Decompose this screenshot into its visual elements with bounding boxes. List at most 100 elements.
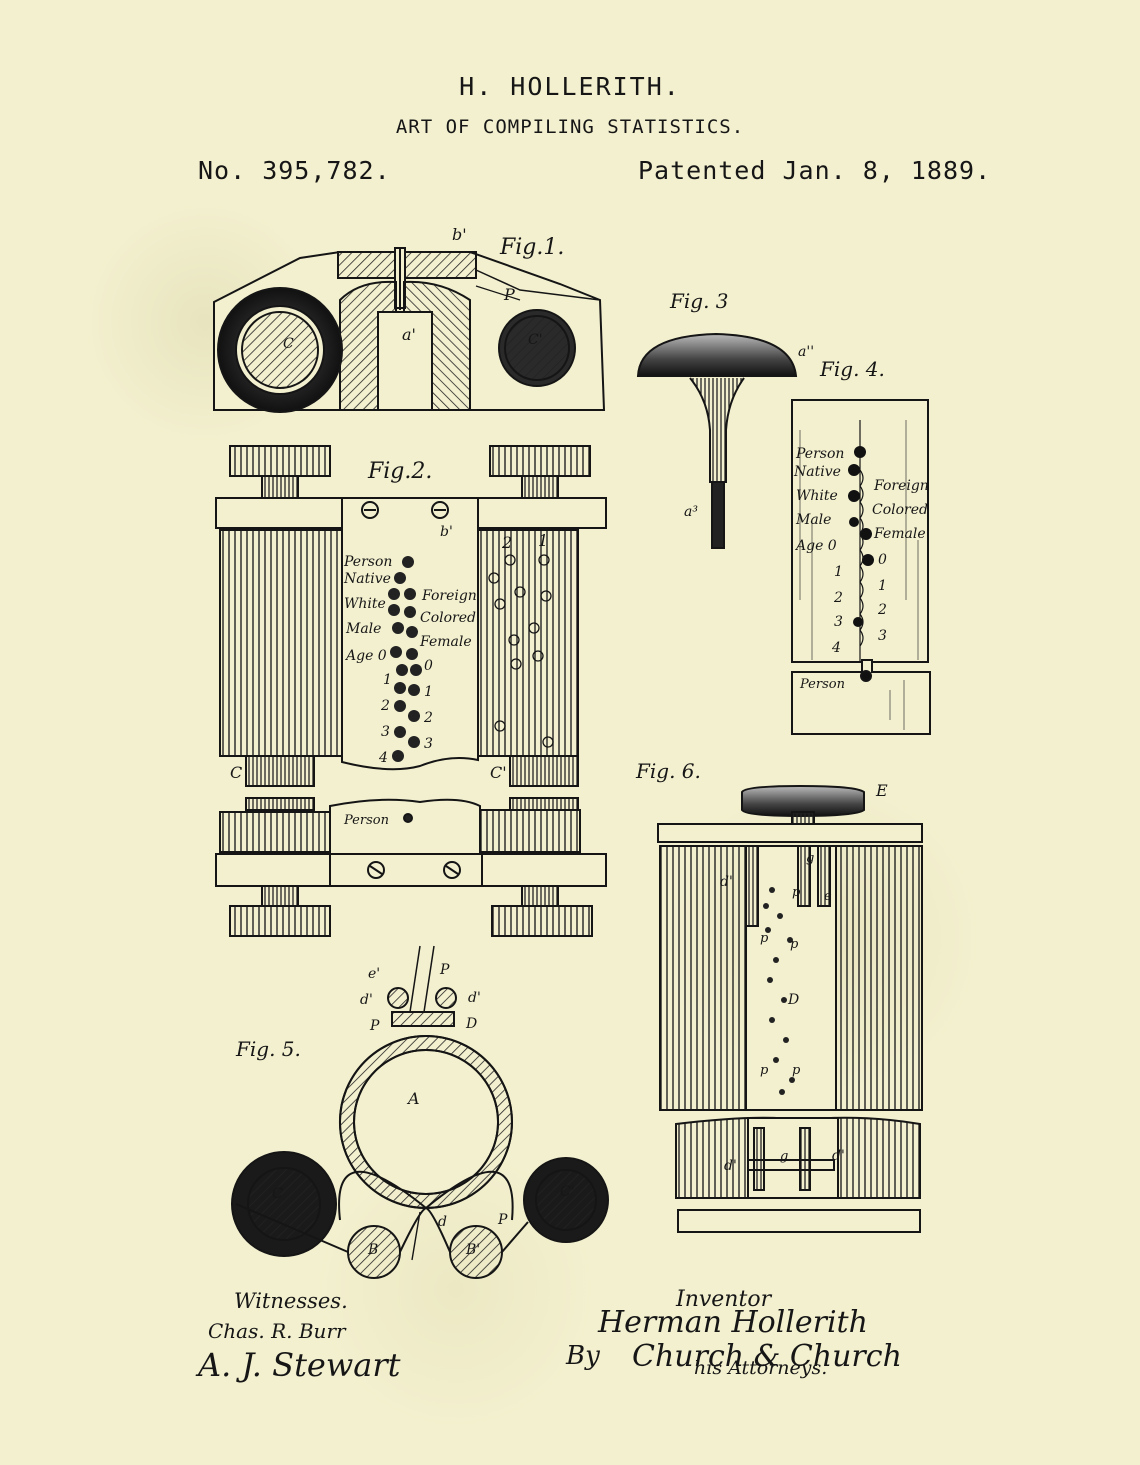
fig6-ref-e: e: [824, 889, 832, 904]
fig6-label: Fig. 6.: [635, 759, 701, 783]
fig2-card-right-labels: Foreign Colored Female 0 1 2 3: [419, 588, 477, 752]
fig6-ref-d: D: [787, 992, 799, 1008]
inventor-name: H. HOLLERITH.: [459, 72, 681, 101]
fig2-label-3: 3: [381, 724, 390, 740]
fig4-label-r2: 2: [877, 602, 887, 618]
fig5-ref-e: e': [368, 966, 380, 982]
fig2-ref-b: b': [440, 524, 453, 540]
fig6-ref-p3: p: [790, 937, 799, 952]
fig6-ref-p2: p: [760, 931, 769, 946]
figure-6: Fig. 6. g d' p p e p D p p: [635, 759, 923, 1233]
fig2-label-r0: 0: [424, 658, 433, 674]
figure-2: Fig.2. b' 2 1 Person Nati: [215, 445, 607, 937]
fig2-label-native: Native: [343, 571, 391, 587]
fig4-label-age: Age 0: [794, 538, 837, 554]
figure-4: Fig. 4. Person Native White Male Age 0 1…: [791, 357, 931, 735]
fig5-ref-c: C: [272, 1186, 283, 1202]
fig4-label-4: 4: [831, 640, 841, 656]
fig2-punched-holes: [388, 556, 422, 762]
fig4-label-r0: 0: [878, 552, 887, 568]
fig4-label-female: Female: [873, 526, 926, 542]
fig4-card-left-labels: Person Native White Male Age 0 1 2 3 4: [793, 446, 844, 656]
fig4-label-native: Native: [793, 464, 841, 480]
fig2-ref-c2: C': [490, 763, 507, 782]
fig4-lower-label-person: Person: [799, 677, 845, 692]
fig2-label-r1: 1: [424, 684, 433, 700]
fig4-label-male: Male: [795, 512, 831, 528]
fig2-label-2: 2: [380, 698, 390, 714]
fig2-lower-label-person: Person: [343, 813, 389, 828]
patented-date: Patented Jan. 8, 1889.: [638, 156, 992, 185]
fig1-ref-c: C: [283, 336, 294, 352]
fig2-label-4: 4: [378, 750, 388, 766]
fig1-ref-p: P: [503, 285, 515, 304]
fig2-label-female: Female: [419, 634, 472, 650]
figure-3: Fig. 3 a'' a³: [636, 289, 814, 549]
fig4-label-3: 3: [834, 614, 843, 630]
fig6-ref-g2: g: [780, 1149, 788, 1164]
by-label: By: [565, 1341, 600, 1371]
fig2-label-white: White: [344, 596, 386, 612]
fig6-ref-d-top: d': [720, 874, 733, 890]
fig5-ref-p-top: P: [439, 962, 450, 978]
fig6-ref-p4: p: [760, 1063, 769, 1078]
fig2-card-left-labels: Person Native White Male Age 0 1 2 3 4: [343, 554, 392, 766]
fig6-ref-p5: p: [792, 1063, 801, 1078]
fig6-ref-d-lower-left: d': [724, 1158, 737, 1174]
fig3-ref-a2: a'': [798, 344, 814, 360]
fig2-label-colored: Colored: [420, 610, 476, 626]
fig2-ref-1: 1: [538, 531, 548, 550]
fig6-ref-g: g: [806, 851, 814, 866]
fig6-ref-p1: p: [792, 885, 801, 900]
inventor-label: Inventor: [675, 1287, 773, 1312]
fig3-label: Fig. 3: [669, 289, 729, 313]
fig4-label-2: 2: [833, 590, 843, 606]
figure-1: Fig.1. b' P a' C C': [213, 225, 606, 413]
fig4-punched-holes: [848, 446, 874, 627]
signature-block: Witnesses. Chas. R. Burr A. J. Stewart I…: [195, 1287, 902, 1384]
patent-number: No. 395,782.: [198, 156, 391, 185]
fig5-label: Fig. 5.: [235, 1037, 301, 1061]
fig6-ref-e-knob: E: [875, 781, 888, 800]
fig2-label-age: Age 0: [344, 648, 387, 664]
fig3-ref-a3: a³: [684, 504, 698, 520]
fig2-label-foreign: Foreign: [421, 588, 477, 604]
fig5-ref-a: A: [406, 1089, 420, 1108]
fig5-ref-d-left: d': [360, 992, 373, 1008]
fig2-roller-holes: [488, 554, 554, 748]
fig5-ref-d-cap: D: [465, 1016, 477, 1032]
fig5-ref-b2: B': [465, 1242, 480, 1258]
fig4-label-person: Person: [795, 446, 844, 462]
fig4-card-right-labels: Foreign Colored Female 0 1 2 3: [872, 478, 929, 644]
attorneys-label: his Attorneys.: [694, 1357, 827, 1379]
fig6-ref-d-lower-right: d': [832, 1148, 845, 1164]
fig4-label-white: White: [796, 488, 838, 504]
fig2-label-male: Male: [345, 621, 381, 637]
fig2-label-r3: 3: [424, 736, 433, 752]
attorneys-signature: Church & Church: [632, 1339, 902, 1374]
fig2-ref-2: 2: [501, 533, 512, 552]
fig4-label: Fig. 4.: [819, 357, 885, 381]
patent-title: ART OF COMPILING STATISTICS.: [395, 116, 745, 138]
witness-1-signature: Chas. R. Burr: [208, 1319, 347, 1343]
fig1-ref-c2: C': [528, 332, 543, 348]
fig1-label: Fig.1.: [499, 235, 564, 260]
fig5-ref-c2: C': [560, 1184, 575, 1200]
fig2-label-r2: 2: [423, 710, 433, 726]
fig2-ref-c: C: [230, 763, 242, 782]
witness-2-signature: A. J. Stewart: [195, 1346, 401, 1384]
fig5-ref-b: B: [367, 1242, 378, 1258]
inventor-signature: Herman Hollerith: [597, 1305, 868, 1340]
fig1-ref-a: a': [402, 325, 416, 344]
fig5-ref-p-right: P: [497, 1212, 508, 1228]
fig4-label-colored: Colored: [872, 502, 928, 518]
fig5-ref-d-right: d': [468, 990, 481, 1006]
fig6-holes: [763, 887, 795, 1095]
fig4-card-lines: [799, 420, 919, 660]
fig5-ref-p-left: P: [369, 1018, 380, 1034]
fig2-label-person: Person: [343, 554, 392, 570]
figure-5: Fig. 5. e' P d' d' P D: [231, 945, 609, 1279]
fig5-ref-d: d: [438, 1214, 447, 1230]
fig4-label-foreign: Foreign: [873, 478, 929, 494]
